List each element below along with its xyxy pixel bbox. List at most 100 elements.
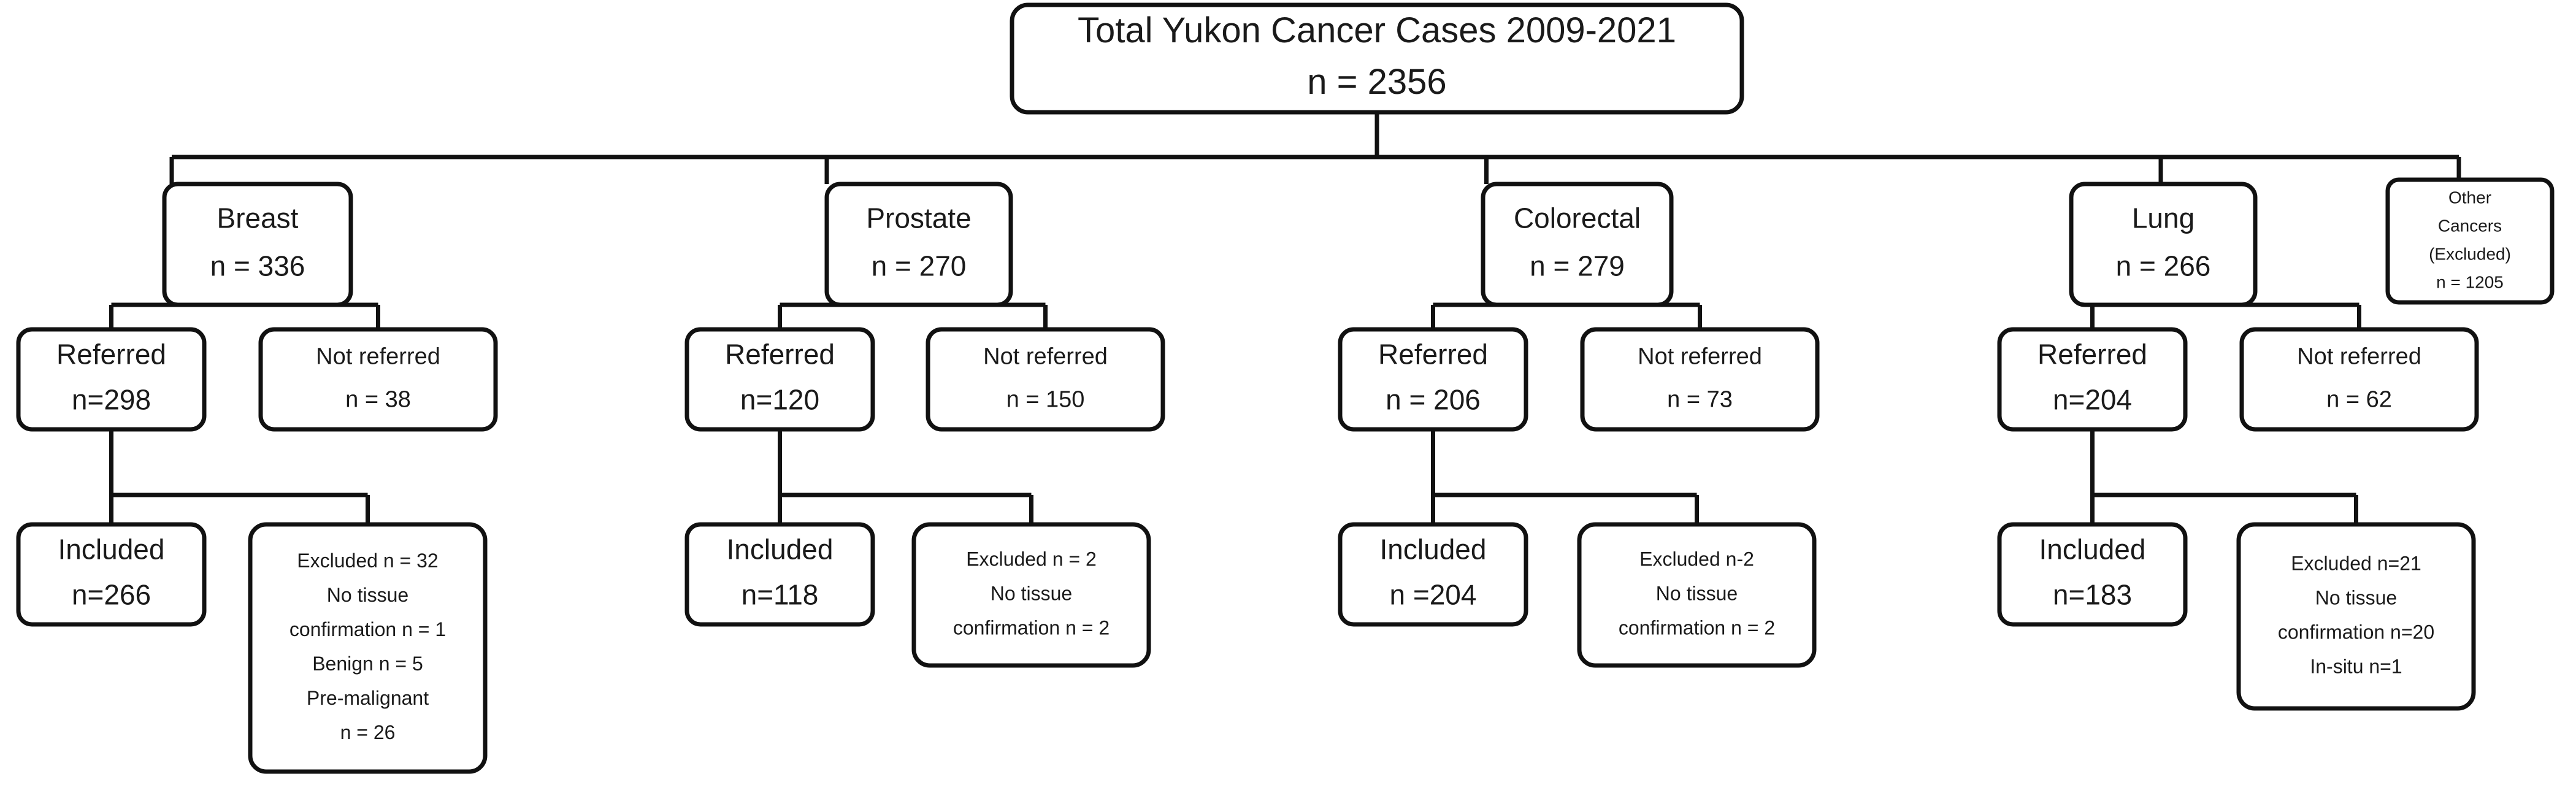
- node-box: [248, 522, 488, 774]
- node-text-line: n = 2356: [1307, 62, 1446, 102]
- node-text-line: Included: [1380, 534, 1487, 566]
- node-text-line: n=118: [742, 579, 819, 611]
- node-layer: Total Yukon Cancer Cases 2009-2021 n = 23…: [16, 2, 2555, 774]
- node-box: [2385, 177, 2555, 305]
- node-text-line: No tissue: [1656, 582, 1738, 604]
- node-box: [1338, 327, 1528, 432]
- node-text-line: Not referred: [1638, 344, 1762, 370]
- node-lung-notref[interactable]: Not referred n = 62: [2239, 327, 2479, 432]
- node-text-line: Cancers: [2438, 216, 2502, 235]
- node-box: [16, 522, 207, 627]
- node-text-line: No tissue: [991, 582, 1072, 604]
- node-box: [16, 327, 207, 432]
- node-box: [1338, 522, 1528, 627]
- node-colorectal-excluded[interactable]: Excluded n-2 No tissue confirmation n = 2: [1577, 522, 1817, 668]
- node-text-line: Prostate: [866, 202, 971, 234]
- node-text-line: n=183: [2053, 579, 2132, 611]
- node-text-line: n=266: [72, 579, 151, 611]
- node-text-line: Not referred: [2297, 344, 2421, 370]
- node-text-line: Included: [58, 534, 165, 566]
- node-lung-included[interactable]: Included n=183: [1997, 522, 2188, 627]
- node-text-line: n=120: [740, 384, 819, 416]
- node-text-line: n = 279: [1530, 250, 1625, 282]
- node-text-line: n = 336: [210, 250, 305, 282]
- node-text-line: No tissue: [327, 584, 408, 606]
- node-text-line: Breast: [217, 202, 299, 234]
- node-prostate-included[interactable]: Included n=118: [684, 522, 875, 627]
- node-box: [2236, 522, 2476, 711]
- node-total[interactable]: Total Yukon Cancer Cases 2009-2021 n = 23…: [1010, 2, 1744, 115]
- node-text-line: Excluded n = 2: [966, 548, 1097, 570]
- node-text-line: n=204: [2053, 384, 2132, 416]
- connector-layer: [109, 112, 2461, 524]
- node-text-line: Benign n = 5: [312, 653, 423, 675]
- node-box: [258, 327, 498, 432]
- node-text-line: n = 150: [1006, 387, 1085, 413]
- node-text-line: Colorectal: [1514, 202, 1641, 234]
- node-breast-notref[interactable]: Not referred n = 38: [258, 327, 498, 432]
- node-box: [1481, 182, 1674, 307]
- node-text-line: Lung: [2132, 202, 2195, 234]
- node-prostate-referred[interactable]: Referred n=120: [684, 327, 875, 432]
- node-lung-referred[interactable]: Referred n=204: [1997, 327, 2188, 432]
- node-box: [1580, 327, 1820, 432]
- node-text-line: Included: [727, 534, 834, 566]
- node-box: [911, 522, 1151, 668]
- node-text-line: n = 1205: [2436, 272, 2504, 291]
- node-colorectal-included[interactable]: Included n =204: [1338, 522, 1528, 627]
- node-text-line: confirmation n = 2: [953, 616, 1110, 639]
- node-breast-included[interactable]: Included n=266: [16, 522, 207, 627]
- node-text-line: n = 26: [340, 721, 396, 743]
- node-prostate-excluded[interactable]: Excluded n = 2 No tissue confirmation n = …: [911, 522, 1151, 668]
- node-text-line: Referred: [1378, 339, 1488, 370]
- node-text-line: Referred: [56, 339, 166, 370]
- node-box: [1997, 522, 2188, 627]
- node-box: [1577, 522, 1817, 668]
- node-box: [2239, 327, 2479, 432]
- node-text-line: n = 270: [872, 250, 967, 282]
- node-colorectal-referred[interactable]: Referred n = 206: [1338, 327, 1528, 432]
- node-box: [162, 182, 353, 307]
- node-text-line: Included: [2039, 534, 2146, 566]
- node-text-line: n = 38: [345, 387, 411, 413]
- node-text-line: n = 62: [2326, 387, 2392, 413]
- node-text-line: Excluded n-2: [1639, 548, 1754, 570]
- node-text-line: Other: [2448, 188, 2491, 207]
- node-text-line: (Excluded): [2429, 244, 2511, 263]
- node-text-line: n = 206: [1386, 384, 1481, 416]
- node-box: [926, 327, 1165, 432]
- node-colorectal-notref[interactable]: Not referred n = 73: [1580, 327, 1820, 432]
- node-box: [2069, 182, 2258, 307]
- node-prostate-notref[interactable]: Not referred n = 150: [926, 327, 1165, 432]
- node-text-line: n =204: [1390, 579, 1477, 611]
- node-text-line: confirmation n = 2: [1619, 616, 1775, 639]
- node-text-line: Not referred: [983, 344, 1108, 370]
- node-text-line: Excluded n = 32: [297, 550, 438, 572]
- node-text-line: n=298: [72, 384, 151, 416]
- node-box: [684, 327, 875, 432]
- node-text-line: n = 73: [1667, 387, 1733, 413]
- node-text-line: Pre-malignant: [307, 687, 429, 709]
- node-text-line: Referred: [2037, 339, 2147, 370]
- node-box: [684, 522, 875, 627]
- node-box: [1997, 327, 2188, 432]
- node-text-line: Not referred: [316, 344, 440, 370]
- node-prostate[interactable]: Prostate n = 270: [824, 182, 1013, 307]
- node-text-line: Referred: [725, 339, 835, 370]
- node-text-line: In-situ n=1: [2310, 655, 2402, 677]
- node-text-line: Total Yukon Cancer Cases 2009-2021: [1078, 10, 1676, 50]
- node-breast-excluded[interactable]: Excluded n = 32 No tissue confirmation n =…: [248, 522, 488, 774]
- node-colorectal[interactable]: Colorectal n = 279: [1481, 182, 1674, 307]
- node-breast[interactable]: Breast n = 336: [162, 182, 353, 307]
- node-breast-referred[interactable]: Referred n=298: [16, 327, 207, 432]
- node-text-line: confirmation n = 1: [289, 618, 446, 640]
- node-box: [1010, 2, 1744, 115]
- node-box: [824, 182, 1013, 307]
- node-text-line: Excluded n=21: [2291, 552, 2421, 574]
- node-text-line: No tissue: [2315, 586, 2397, 608]
